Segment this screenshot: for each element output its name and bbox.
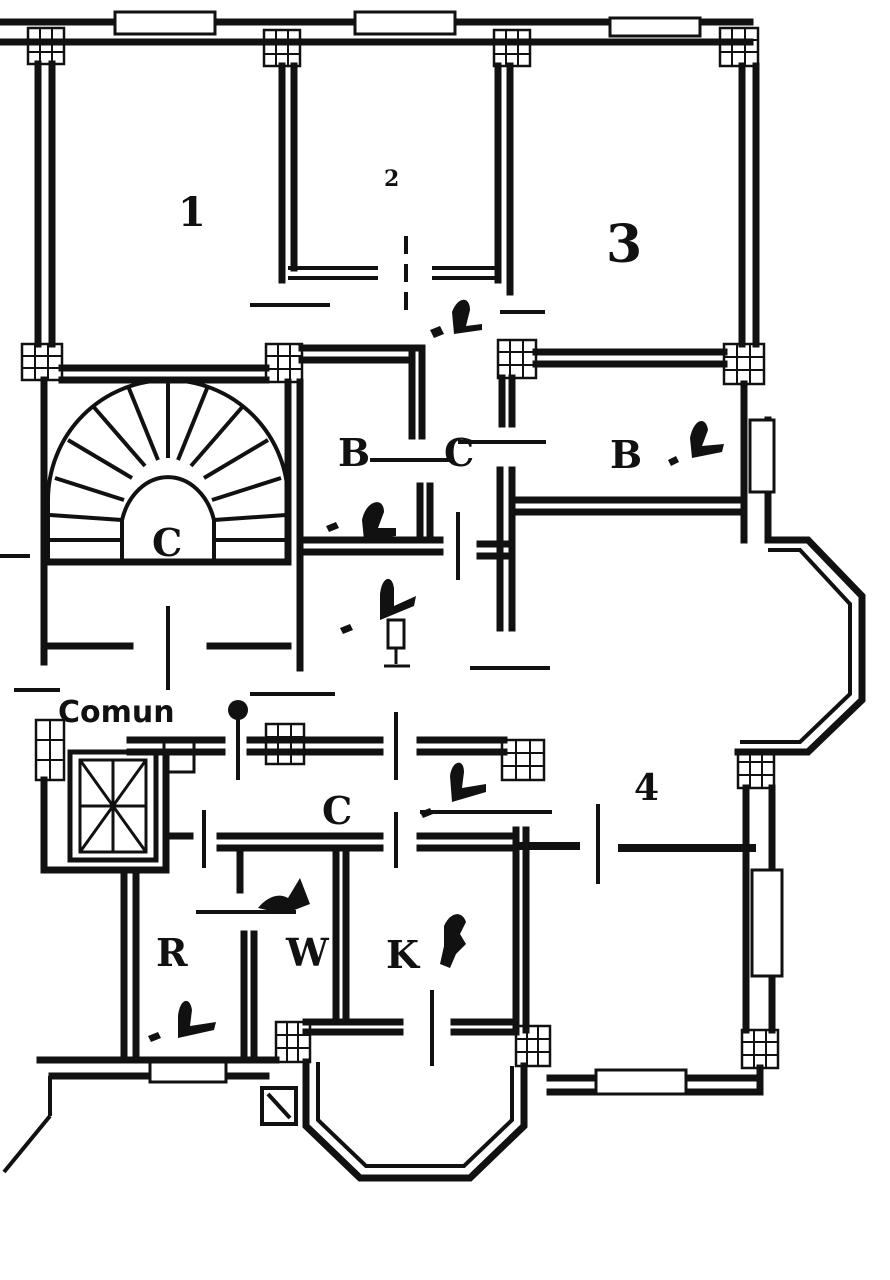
pillar — [264, 342, 304, 384]
room-label-w: W — [285, 930, 330, 975]
room-label-k: K — [386, 932, 421, 977]
pillar — [740, 1028, 780, 1070]
room-label-4: 4 — [634, 767, 659, 809]
room-label-corridor-top: C — [444, 430, 474, 475]
room-label-1: 1 — [178, 189, 206, 236]
pillar — [514, 1024, 552, 1068]
top-wall — [0, 10, 754, 46]
pillar — [500, 738, 546, 782]
lower-walls — [120, 712, 784, 1066]
pillar — [736, 748, 776, 790]
room-label-bath-right: B — [610, 432, 642, 477]
room-label-2: 2 — [384, 166, 399, 192]
pillar — [26, 26, 66, 66]
bottom-walls — [2, 1056, 764, 1174]
pillar — [34, 718, 66, 782]
room-label-3: 3 — [606, 214, 642, 275]
pillar — [718, 26, 760, 68]
pillar — [264, 722, 306, 766]
pillar — [20, 342, 64, 382]
room-label-corridor-bottom: C — [322, 788, 352, 833]
central-walls — [14, 466, 550, 696]
pillar — [722, 342, 766, 386]
bathroom-fixtures — [148, 299, 724, 1042]
elevator-shaft — [40, 740, 196, 874]
room-label-corridor-stair: C — [152, 520, 182, 565]
middle-walls — [58, 344, 776, 544]
bay-window-bottom — [302, 1058, 528, 1182]
common-area-label: Comun — [58, 695, 175, 730]
bay-window-right — [734, 536, 866, 756]
pillar — [492, 28, 532, 68]
staircase — [0, 376, 304, 672]
room-label-r: R — [156, 930, 188, 975]
pillar — [496, 338, 538, 380]
room-label-bath-left: B — [338, 430, 370, 475]
top-room-walls — [34, 60, 760, 348]
pillar — [262, 28, 302, 68]
pillar — [274, 1020, 312, 1064]
